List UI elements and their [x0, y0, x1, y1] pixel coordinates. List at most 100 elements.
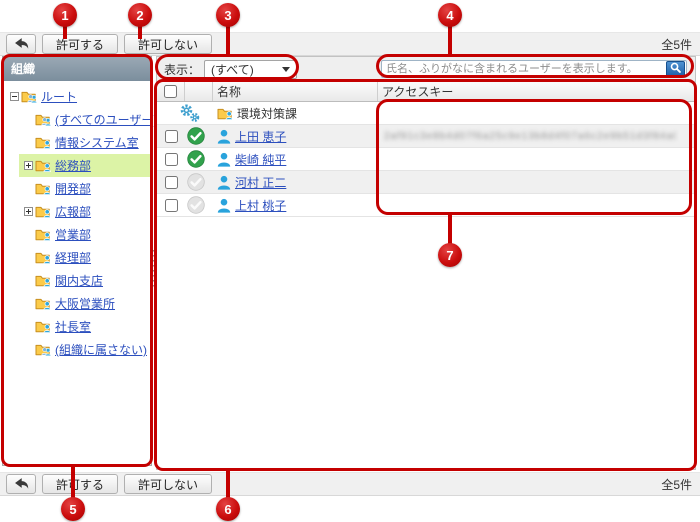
display-filter-select[interactable]: (すべて)	[204, 59, 298, 79]
magnifier-icon	[670, 62, 681, 76]
deny-button-bottom[interactable]: 許可しない	[124, 474, 213, 494]
table-row-user: 上田 恵子 2af91c3e8b4d07f6a25c9e13b8d4f07a6c…	[157, 125, 695, 148]
row-checkbox[interactable]	[164, 175, 178, 189]
table-row-org: 環境対策課	[157, 102, 695, 125]
user-name-link[interactable]: 上村 桃子	[235, 198, 287, 213]
table-row-user: 上村 桃子	[157, 194, 695, 217]
row-checkbox[interactable]	[164, 129, 178, 143]
sidebar-item-sales[interactable]: 営業部	[3, 223, 151, 246]
granted-check-icon	[187, 150, 205, 168]
organization-panel-title: 組織	[3, 57, 151, 81]
org-folder-icon	[35, 181, 53, 196]
org-name: 環境対策課	[237, 106, 298, 121]
callout-5: 5	[61, 497, 85, 521]
org-folder-icon	[35, 273, 53, 288]
table-row-user: 河村 正二	[157, 171, 695, 194]
sidebar-item-root[interactable]: ルート	[3, 85, 151, 108]
sidebar-item-label[interactable]: 営業部	[55, 228, 92, 242]
row-checkbox[interactable]	[164, 152, 178, 166]
user-icon	[217, 129, 231, 144]
panel-resize-handle[interactable]	[152, 250, 155, 290]
org-folder-multi-icon	[21, 89, 39, 104]
sidebar-item-label[interactable]: 総務部	[55, 159, 92, 173]
callout-1: 1	[53, 3, 77, 27]
user-icon	[217, 175, 231, 190]
organization-tree: ルート (すべてのユーザー) 情報システム室 総務部 開発部 広報部	[3, 81, 157, 361]
sidebar-item-presidents-office[interactable]: 社長室	[3, 315, 151, 338]
user-name-link[interactable]: 上田 恵子	[235, 129, 287, 144]
callout-4: 4	[438, 3, 462, 27]
user-name-link[interactable]: 河村 正二	[235, 175, 287, 190]
total-count-top: 全5件	[661, 37, 692, 52]
org-folder-multi-icon	[35, 112, 53, 127]
user-name-link[interactable]: 柴崎 純平	[235, 152, 287, 167]
organization-panel: 組織 ルート (すべてのユーザー) 情報システム室 総務部 開発部	[2, 56, 157, 466]
org-folder-icon	[35, 227, 53, 242]
filter-bar: 表示： (すべて)	[157, 57, 695, 82]
chevron-down-icon	[282, 66, 291, 72]
row-checkbox[interactable]	[164, 198, 178, 212]
sidebar-item-label[interactable]: 情報システム室	[55, 136, 139, 150]
org-folder-icon	[217, 106, 234, 120]
sidebar-item-unassigned[interactable]: (組織に属さない)	[3, 338, 151, 361]
back-button[interactable]	[6, 34, 36, 54]
sidebar-item-osaka-office[interactable]: 大阪営業所	[3, 292, 151, 315]
user-icon	[217, 152, 231, 167]
user-search-input[interactable]	[382, 61, 666, 77]
access-key-masked: 2af91c3e8b4d07f6a25c9e13b8d4f07a6c2e9b51…	[384, 130, 676, 142]
user-search-box	[381, 60, 687, 78]
table-header: 名称 アクセスキー	[157, 82, 695, 102]
org-folder-icon	[35, 319, 53, 334]
not-granted-check-icon	[187, 196, 205, 214]
sidebar-item-label[interactable]: 開発部	[55, 182, 92, 196]
search-button[interactable]	[666, 61, 685, 77]
back-arrow-icon	[13, 36, 29, 53]
sidebar-item-general-affairs[interactable]: 総務部	[19, 154, 151, 177]
back-arrow-icon	[13, 476, 29, 493]
user-list-panel: 表示： (すべて) 名称 アクセスキー 環境対策課 上田 恵子 2af91c3	[156, 56, 696, 470]
sidebar-item-label[interactable]: ルート	[41, 90, 78, 104]
org-folder-icon	[35, 158, 53, 173]
callout-2: 2	[128, 3, 152, 27]
access-key-column-header: アクセスキー	[382, 85, 454, 99]
bottom-toolbar: 許可する 許可しない 全5件	[0, 472, 700, 496]
sidebar-item-kannai-branch[interactable]: 関内支店	[3, 269, 151, 292]
back-button-bottom[interactable]	[6, 474, 36, 494]
sidebar-item-label[interactable]: 関内支店	[55, 274, 104, 288]
org-folder-icon	[35, 250, 53, 265]
allow-button-bottom[interactable]: 許可する	[42, 474, 119, 494]
sidebar-item-label[interactable]: 経理部	[55, 251, 92, 265]
sidebar-item-development[interactable]: 開発部	[3, 177, 151, 200]
sidebar-item-all-users[interactable]: (すべてのユーザー)	[3, 108, 157, 131]
expand-icon[interactable]	[22, 159, 35, 172]
sidebar-item-label[interactable]: 広報部	[55, 205, 92, 219]
sidebar-item-info-systems[interactable]: 情報システム室	[3, 131, 151, 154]
org-folder-icon	[35, 135, 53, 150]
callout-6: 6	[216, 497, 240, 521]
callout-3: 3	[216, 3, 240, 27]
sidebar-item-label[interactable]: (組織に属さない)	[55, 343, 147, 357]
user-icon	[217, 198, 231, 213]
not-granted-check-icon	[187, 173, 205, 191]
status-column-header	[185, 82, 213, 101]
allow-button-top[interactable]: 許可する	[42, 34, 119, 54]
display-filter-value: (すべて)	[211, 62, 254, 77]
collapse-icon[interactable]	[8, 90, 21, 103]
name-column-header: 名称	[213, 82, 378, 101]
sidebar-item-label[interactable]: (すべてのユーザー)	[55, 113, 158, 127]
sidebar-item-public-relations[interactable]: 広報部	[3, 200, 151, 223]
sidebar-item-label[interactable]: 大阪営業所	[55, 297, 116, 311]
org-folder-icon	[35, 296, 53, 311]
sidebar-item-accounting[interactable]: 経理部	[3, 246, 151, 269]
top-toolbar: 許可する 許可しない 全5件	[0, 32, 700, 56]
select-all-checkbox[interactable]	[164, 85, 177, 98]
granted-check-icon	[187, 127, 205, 145]
sidebar-item-label[interactable]: 社長室	[55, 320, 92, 334]
expand-icon[interactable]	[22, 205, 35, 218]
gears-icon	[179, 104, 201, 123]
table-row-user: 柴崎 純平	[157, 148, 695, 171]
display-filter-label: 表示：	[164, 62, 201, 77]
deny-button-top[interactable]: 許可しない	[124, 34, 213, 54]
org-folder-multi-icon	[35, 342, 53, 357]
